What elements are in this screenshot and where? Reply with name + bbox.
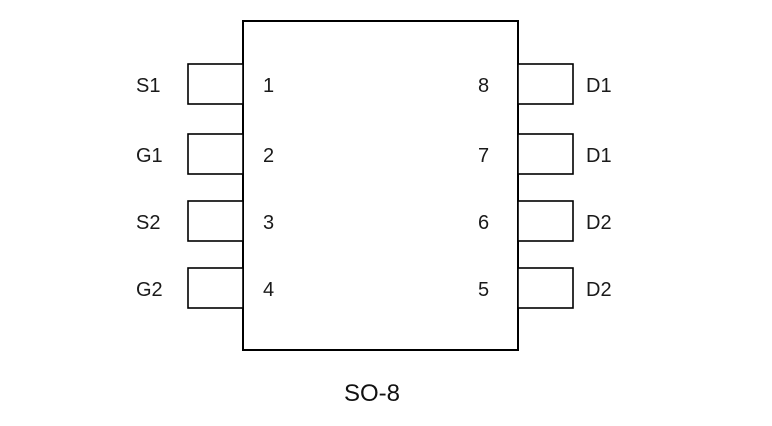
pin-signal-label-2: G1 (136, 145, 163, 167)
pin-signal-label-4: G2 (136, 279, 163, 301)
pin-signal-label-5: D2 (586, 279, 612, 301)
package-name-label: SO-8 (344, 380, 400, 407)
pin-lead-2 (187, 133, 244, 175)
package-body (242, 20, 519, 351)
pin-lead-8 (517, 63, 574, 105)
pin-signal-label-6: D2 (586, 212, 612, 234)
pin-signal-label-8: D1 (586, 75, 612, 97)
pin-number-3: 3 (263, 212, 274, 234)
pin-signal-label-3: S2 (136, 212, 160, 234)
pin-number-7: 7 (478, 145, 489, 167)
pin-lead-5 (517, 267, 574, 309)
pin-number-4: 4 (263, 279, 274, 301)
pin-lead-7 (517, 133, 574, 175)
pin-lead-6 (517, 200, 574, 242)
pin-number-5: 5 (478, 279, 489, 301)
pin-number-8: 8 (478, 75, 489, 97)
pin-number-2: 2 (263, 145, 274, 167)
pin-lead-3 (187, 200, 244, 242)
pin-signal-label-7: D1 (586, 145, 612, 167)
pin-number-6: 6 (478, 212, 489, 234)
pin-number-1: 1 (263, 75, 274, 97)
pin-lead-4 (187, 267, 244, 309)
pin-signal-label-1: S1 (136, 75, 160, 97)
pin-lead-1 (187, 63, 244, 105)
